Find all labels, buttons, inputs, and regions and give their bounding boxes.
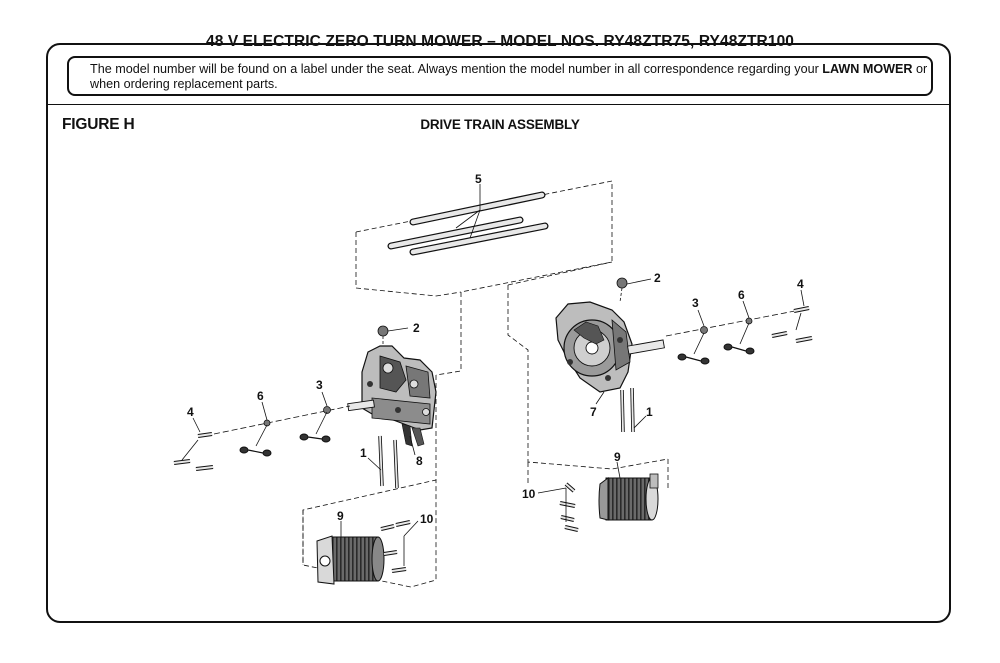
callout-5: 5 (475, 172, 482, 186)
left-motor-bolts-part-10 (380, 520, 419, 573)
callout-6-right: 6 (738, 288, 745, 302)
callout-1-left: 1 (360, 446, 367, 460)
right-transaxle-part-7 (507, 261, 669, 470)
callout-6-left: 6 (257, 389, 264, 403)
callout-10-left: 10 (420, 512, 434, 526)
callout-7: 7 (590, 405, 597, 419)
left-transaxle-part-8 (302, 291, 462, 565)
right-motor-bolts-part-10 (537, 482, 579, 532)
callout-4-left: 4 (187, 405, 194, 419)
figure-label: FIGURE H (62, 116, 135, 133)
section-divider (47, 104, 950, 105)
notice-text-before: The model number will be found on a labe… (90, 62, 823, 76)
tube-3 (409, 222, 549, 256)
left-fasteners (173, 391, 351, 471)
callout-3-left: 3 (316, 378, 323, 392)
notice-text-after: or when ordering replacement parts. (90, 62, 928, 91)
left-motor-part-9 (302, 480, 437, 588)
callout-2-right: 2 (654, 271, 661, 285)
callout-9-left: 9 (337, 509, 344, 523)
right-fasteners (665, 289, 813, 365)
figure-title: DRIVE TRAIN ASSEMBLY (420, 117, 580, 132)
callout-10-right: 10 (522, 487, 536, 501)
page-title-text: 48 V ELECTRIC ZERO TURN MOWER – MODEL NO… (197, 33, 803, 50)
outer-frame (46, 43, 951, 623)
callout-9-right: 9 (614, 450, 621, 464)
axle-tubes-part-5 (355, 180, 613, 376)
notice-box: The model number will be found on a labe… (67, 56, 933, 96)
tube-1 (409, 191, 546, 226)
right-motor-part-9 (527, 459, 669, 521)
callout-4-right: 4 (797, 277, 804, 291)
page-title: 48 V ELECTRIC ZERO TURN MOWER – MODEL NO… (0, 33, 1000, 51)
tube-2 (387, 216, 524, 250)
callout-2-left: 2 (413, 321, 420, 335)
notice-emphasis: LAWN MOWER (822, 62, 913, 76)
callout-8: 8 (416, 454, 423, 468)
callout-1-right: 1 (646, 405, 653, 419)
callout-3-right: 3 (692, 296, 699, 310)
